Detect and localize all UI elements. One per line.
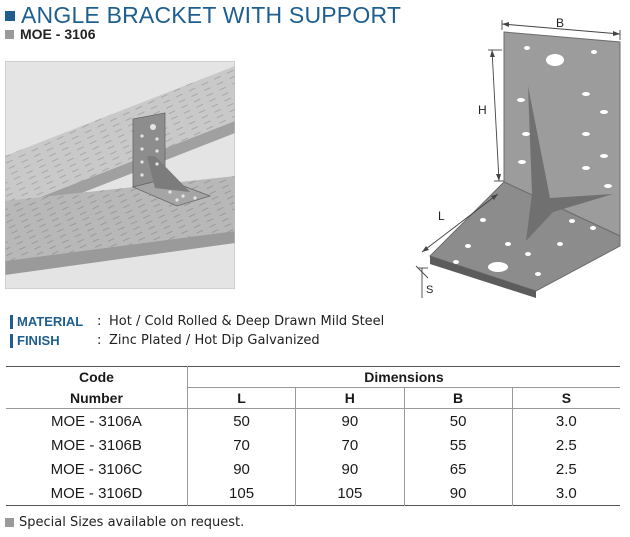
row-h: 105: [295, 481, 404, 506]
code-header-2: Number: [70, 389, 123, 406]
material-row: MATERIAL : Hot / Cold Rolled & Deep Draw…: [10, 314, 384, 329]
finish-row: FINISH : Zinc Plated / Hot Dip Galvanize…: [10, 333, 320, 348]
page-title: ANGLE BRACKET WITH SUPPORT: [21, 2, 402, 28]
product-code: MOE - 3106: [20, 26, 96, 42]
title-row: ANGLE BRACKET WITH SUPPORT: [5, 2, 401, 29]
footer-note-row: Special Sizes available on request.: [5, 515, 244, 530]
row-s: 3.0: [511, 481, 620, 506]
row-b: 90: [403, 481, 513, 506]
row-b: 55: [403, 433, 513, 457]
col-header-s: S: [511, 387, 620, 409]
row-code: MOE - 3106A: [6, 408, 188, 433]
row-l: 70: [186, 433, 296, 457]
row-b: 50: [403, 408, 513, 433]
dim-label-h: H: [478, 103, 487, 117]
code-header: Code: [78, 369, 114, 386]
title-marker: [5, 10, 15, 21]
row-b: 65: [403, 457, 513, 481]
row-code: MOE - 3106C: [50, 460, 143, 478]
row-s: 2.5: [511, 433, 620, 457]
row-h: 90: [295, 457, 404, 481]
finish-marker: [10, 333, 13, 348]
table-header-row: Code Dimensions: [6, 366, 620, 388]
note-marker: [5, 518, 14, 527]
row-code: MOE - 3106D: [50, 484, 143, 502]
row-h: 90: [295, 408, 404, 433]
row-l: 50: [186, 408, 296, 433]
dim-label-s: S: [426, 284, 433, 296]
dim-label-l: L: [438, 209, 445, 223]
material-marker: [10, 314, 13, 329]
installation-illustration: [5, 61, 235, 289]
row-l: 105: [186, 481, 296, 506]
finish-value: Zinc Plated / Hot Dip Galvanized: [109, 333, 320, 348]
row-h: 70: [295, 433, 404, 457]
row-code: MOE - 3106B: [51, 436, 142, 454]
code-marker: [5, 29, 14, 39]
col-header-b: B: [403, 387, 513, 409]
material-value: Hot / Cold Rolled & Deep Drawn Mild Stee…: [109, 314, 385, 329]
row-s: 2.5: [511, 457, 620, 481]
table-row: MOE - 3106A 50 90 50 3.0: [6, 408, 620, 433]
dimensions-header: Dimensions: [186, 366, 620, 388]
finish-colon: :: [97, 333, 102, 348]
finish-label: FINISH: [17, 333, 60, 348]
bracket-dimension-diagram: B H L S: [415, 16, 621, 298]
footer-note: Special Sizes available on request.: [19, 515, 245, 530]
product-code-row: MOE - 3106: [5, 26, 95, 42]
dim-label-b: B: [556, 16, 564, 30]
row-s: 3.0: [511, 408, 620, 433]
material-label: MATERIAL: [17, 314, 84, 329]
table-row: MOE - 3106C 90 90 65 2.5: [6, 457, 620, 481]
table-row: MOE - 3106B 70 70 55 2.5: [6, 433, 620, 457]
col-header-l: L: [186, 387, 296, 409]
table-row: MOE - 3106D 105 105 90 3.0: [6, 481, 620, 506]
table-subheader-row: Number L H B S: [6, 387, 620, 409]
row-l: 90: [186, 457, 296, 481]
col-header-h: H: [295, 387, 404, 409]
dimensions-table: Code Dimensions Number L H B S MOE - 310…: [6, 366, 620, 506]
material-colon: :: [97, 314, 102, 329]
